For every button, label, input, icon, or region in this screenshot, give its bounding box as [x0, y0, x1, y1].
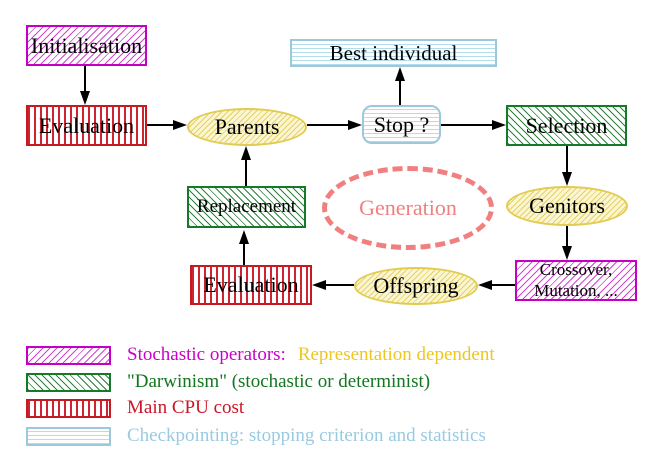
node-best-individual-label: Best individual: [329, 40, 458, 65]
arrow-line: [399, 81, 401, 105]
arrow-line: [566, 146, 568, 172]
legend-row-darwinism: "Darwinism" (stochastic or determinist): [26, 371, 430, 393]
node-crossover-label-line1: Crossover,: [539, 260, 613, 280]
arrowhead-up-icon: [241, 146, 251, 160]
node-evaluation-bottom-label: Evaluation: [203, 272, 299, 298]
arrow-line: [243, 244, 245, 265]
arrow-line: [492, 284, 515, 286]
node-evaluation-bottom: Evaluation: [190, 265, 312, 305]
arrowhead-up-icon: [395, 67, 405, 81]
legend-row-stochastic-operators: Stochastic operators: Representation dep…: [26, 344, 495, 366]
node-initialisation: Initialisation: [26, 25, 147, 66]
node-parents-label: Parents: [214, 114, 280, 140]
legend-row-cpu-cost: Main CPU cost: [26, 397, 244, 419]
arrow-line: [566, 226, 568, 246]
node-genitors-label: Genitors: [529, 193, 605, 219]
node-selection-label: Selection: [525, 112, 608, 138]
node-initialisation-label: Initialisation: [30, 32, 143, 58]
legend-label-stochastic: Stochastic operators:: [127, 344, 286, 365]
arrowhead-up-icon: [239, 230, 249, 244]
legend-label-darwinism: "Darwinism" (stochastic or determinist): [127, 371, 431, 392]
arrowhead-left-icon: [312, 280, 326, 290]
generation-loop-ellipse: Generation: [322, 166, 494, 250]
legend-label-representation: Representation dependent: [297, 344, 495, 365]
arrowhead-right-icon: [492, 120, 506, 130]
legend-swatch-cyan-horizontal: [26, 426, 111, 446]
node-stop-label: Stop ?: [373, 111, 430, 137]
node-genitors: Genitors: [506, 186, 628, 226]
node-replacement-label: Replacement: [196, 196, 297, 217]
legend-swatch-green-diagonal: [26, 372, 111, 392]
arrow-line: [84, 66, 86, 92]
node-selection: Selection: [506, 105, 627, 146]
legend-swatch-magenta-diagonal: [26, 345, 111, 365]
legend-swatch-red-vertical: [26, 398, 111, 418]
node-evaluation-top-label: Evaluation: [38, 112, 135, 138]
generation-label: Generation: [359, 195, 457, 221]
arrow-line: [441, 124, 492, 126]
arrow-line: [307, 124, 348, 126]
arrowhead-right-icon: [348, 120, 362, 130]
node-crossover-label-line2: Mutation, ...: [534, 280, 618, 300]
node-stop: Stop ?: [362, 105, 441, 144]
arrow-line: [245, 160, 247, 186]
node-offspring-label: Offspring: [373, 273, 459, 299]
node-replacement: Replacement: [187, 186, 306, 228]
node-offspring: Offspring: [354, 267, 478, 305]
node-parents: Parents: [187, 108, 307, 146]
arrowhead-right-icon: [173, 120, 187, 130]
arrowhead-down-icon: [562, 172, 572, 186]
node-best-individual: Best individual: [290, 39, 497, 67]
legend-row-checkpointing: Checkpointing: stopping criterion and st…: [26, 425, 486, 447]
node-crossover-mutation: Crossover, Mutation, ...: [515, 260, 637, 301]
legend-label-checkpointing: Checkpointing: stopping criterion and st…: [127, 425, 486, 446]
arrowhead-down-icon: [562, 246, 572, 260]
arrow-line: [147, 124, 175, 126]
arrowhead-down-icon: [80, 91, 90, 105]
legend-label-cpu-cost: Main CPU cost: [127, 397, 245, 418]
node-evaluation-top: Evaluation: [26, 105, 147, 146]
arrowhead-left-icon: [478, 280, 492, 290]
arrow-line: [326, 284, 354, 286]
